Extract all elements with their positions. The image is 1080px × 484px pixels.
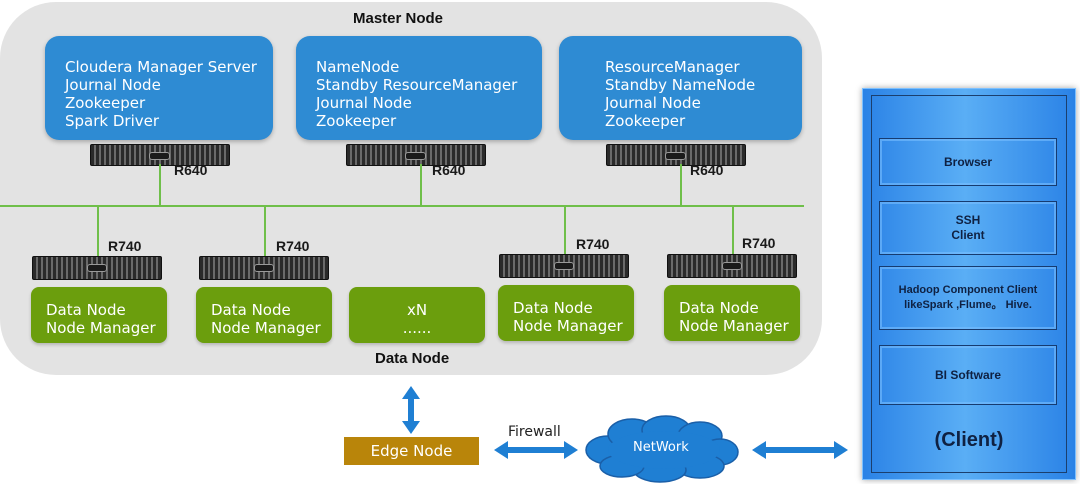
- client-item-bi: BI Software: [879, 345, 1057, 405]
- client-item-hadoop: Hadoop Component Client likeSpark ,Flume…: [879, 266, 1057, 330]
- data-node-text-3: Data Node Node Manager: [513, 299, 623, 335]
- connector-line: [732, 206, 734, 254]
- server-model-label: R640: [174, 162, 208, 178]
- master-node-box-1: Cloudera Manager Server Journal Node Zoo…: [45, 36, 273, 140]
- firewall-label: Firewall: [508, 424, 561, 440]
- data-node-box-3: Data Node Node Manager: [498, 285, 634, 341]
- data-node-box-1: Data Node Node Manager: [31, 287, 167, 343]
- server-icon: [32, 256, 162, 280]
- connector-line: [159, 164, 161, 206]
- data-node-text-2: Data Node Node Manager: [211, 301, 321, 337]
- server-icon: [199, 256, 329, 280]
- client-title: (Client): [934, 429, 1004, 451]
- client-panel: Browser SSH Client Hadoop Component Clie…: [862, 88, 1076, 480]
- connector-line: [97, 206, 99, 256]
- connector-line: [264, 206, 266, 256]
- cluster-bus-line: [0, 205, 804, 207]
- data-node-text-4: Data Node Node Manager: [679, 299, 789, 335]
- edge-node-box: Edge Node: [344, 437, 479, 465]
- server-model-label: R640: [690, 162, 724, 178]
- double-arrow-icon: [752, 441, 848, 459]
- server-icon: [499, 254, 629, 278]
- data-node-text-1: Data Node Node Manager: [46, 301, 156, 337]
- server-icon: [667, 254, 797, 278]
- data-node-box-more: xN ......: [349, 287, 485, 343]
- connector-line: [680, 164, 682, 206]
- client-item-browser: Browser: [879, 138, 1057, 186]
- data-node-box-4: Data Node Node Manager: [664, 285, 800, 341]
- server-model-label: R740: [576, 236, 610, 252]
- master-node-box-3: ResourceManager Standby NameNode Journal…: [559, 36, 802, 140]
- master-node-text-1: Cloudera Manager Server Journal Node Zoo…: [65, 58, 257, 130]
- master-node-title: Master Node: [353, 10, 444, 27]
- network-label: NetWork: [633, 440, 689, 455]
- server-model-label: R640: [432, 162, 466, 178]
- server-icon: [606, 144, 746, 166]
- server-model-label: R740: [742, 235, 776, 251]
- connector-line: [564, 206, 566, 254]
- server-model-label: R740: [276, 238, 310, 254]
- server-model-label: R740: [108, 238, 142, 254]
- client-inner-frame: [871, 95, 1067, 473]
- data-node-more-text: xN ......: [402, 301, 432, 337]
- master-node-box-2: NameNode Standby ResourceManager Journal…: [296, 36, 542, 140]
- master-node-text-3: ResourceManager Standby NameNode Journal…: [605, 58, 756, 130]
- server-icon: [346, 144, 486, 166]
- master-node-text-2: NameNode Standby ResourceManager Journal…: [316, 58, 518, 130]
- double-arrow-icon: [402, 386, 420, 434]
- connector-line: [420, 164, 422, 206]
- client-item-ssh: SSH Client: [879, 201, 1057, 255]
- data-node-title: Data Node: [375, 350, 450, 367]
- data-node-box-2: Data Node Node Manager: [196, 287, 332, 343]
- double-arrow-icon: [494, 441, 578, 459]
